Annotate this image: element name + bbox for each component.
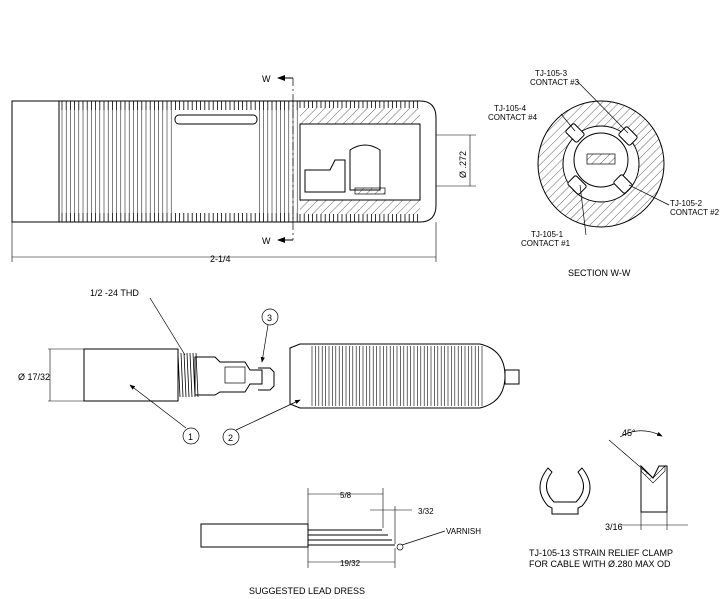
section-view: TJ-105-3 CONTACT #3 TJ-105-4 CONTACT #4 … [488,69,720,278]
contact-4-part: TJ-105-4 [494,104,527,113]
section-contact [565,123,585,143]
slot [174,114,258,125]
contact-3-name: CONTACT #3 [530,78,580,87]
top-view: W W Ø .272 2-1/4 [11,74,476,264]
assembly-view: 1/2 -24 THD Ø 17/32 1 2 3 [18,288,520,446]
callout-1-bubble [182,427,200,445]
contact-4-name: CONTACT #4 [488,113,538,122]
lead-dress-view: VARNISH 5/8 3/32 19/32 SUGGESTED LEAD DR… [200,488,481,596]
leader-contact-2 [628,184,670,206]
ribbed-body [59,100,437,223]
contact-spring [349,144,381,191]
leader-contact-3 [576,80,629,134]
contact-element [304,159,346,193]
mechanism [194,356,263,396]
length-label: 2-1/4 [210,254,231,264]
boot-rib-lines [311,346,483,406]
thread-line [177,352,181,398]
contact-clip [258,367,275,391]
section-contacts [565,123,638,195]
varnish-leader [401,530,446,546]
angle-label: 45° [622,428,636,438]
callout-1-leader [129,384,187,429]
lead-dim-a-label: 5/8 [340,491,352,500]
thread-leader [149,297,186,356]
boot-tip [504,369,520,385]
angle-arc [619,430,663,438]
section-contact [613,174,633,194]
thread-label: 1/2 -24 THD [90,288,139,298]
lead-dress-caption: SUGGESTED LEAD DRESS [249,586,365,596]
section-title: SECTION W-W [568,268,631,278]
callout-3-bubble [261,308,279,326]
clamp-width-label: 3/16 [605,522,623,532]
section-core [573,132,629,188]
callout-2-bubble [222,428,240,446]
section-contact [618,126,638,146]
section-marker-top: W [262,74,271,84]
section-marker-bottom: W [262,236,271,246]
leader-contact-4 [560,113,576,132]
cavity-hatch-top [300,108,420,124]
thread-line [189,352,193,398]
callout-1: 1 [188,432,193,442]
angle-ref [608,439,654,479]
contact-2-part: TJ-105-2 [670,199,703,208]
mechanism-detail [224,366,246,384]
end-cap [11,100,60,223]
thread-line [195,352,199,398]
section-contact [567,175,587,195]
housing-cap [83,348,179,402]
contact-2-name: CONTACT #2 [670,208,720,217]
contact-1-part: TJ-105-1 [531,230,564,239]
varnish-label: VARNISH [446,527,481,536]
clamp-caption-2: FOR CABLE WITH Ø.280 MAX OD [529,559,671,569]
contact-pad [354,187,386,195]
cable-jacket [200,523,309,548]
clamp-view: 45° 3/16 TJ-105-13 STRAIN RELIEF CLAMP F… [529,428,688,569]
lead-dim-c-label: 19/32 [340,559,361,568]
diameter-label: Ø .272 [458,151,468,178]
thread-line [180,352,184,398]
contact-3-part: TJ-105-3 [535,69,568,78]
cavity-hatch-bottom [300,200,420,214]
callout-2-leader [235,399,301,431]
leader-contact-1 [579,184,587,236]
varnish-loop [396,543,404,551]
thread-line [186,352,190,398]
section-key [586,153,616,165]
clamp-caption-1: TJ-105-13 STRAIN RELIEF CLAMP [529,548,673,558]
assembly-diameter-label: Ø 17/32 [18,372,50,382]
clamp-v-notch [640,465,666,484]
callout-3: 3 [267,313,272,323]
thread-line [183,352,187,398]
clamp-profile [539,467,591,515]
contact-1-name: CONTACT #1 [521,239,571,248]
lead-dim-b-label: 3/32 [418,507,434,516]
callout-2: 2 [228,433,233,443]
callout-3-leader [260,324,269,363]
